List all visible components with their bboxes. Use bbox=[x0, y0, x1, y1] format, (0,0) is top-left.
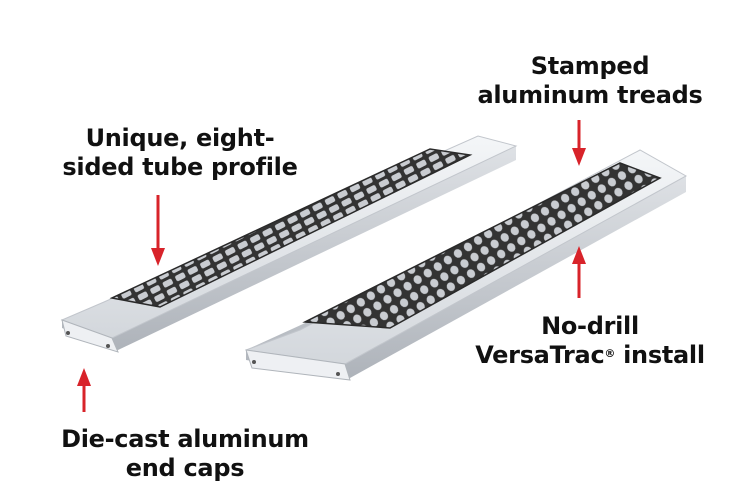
callout-tube-profile-line1: Unique, eight- bbox=[85, 124, 275, 152]
callout-treads-line1: Stamped bbox=[530, 52, 650, 80]
arrow-caps bbox=[77, 368, 91, 412]
callout-treads-line2: aluminum treads bbox=[477, 81, 703, 109]
arrow-treads bbox=[572, 120, 586, 166]
callout-treads: Stamped aluminum treads bbox=[470, 52, 710, 110]
callout-end-caps-line2: end caps bbox=[125, 454, 245, 482]
callout-install-prefix: VersaTrac bbox=[475, 341, 605, 369]
callout-tube-profile: Unique, eight- sided tube profile bbox=[60, 124, 300, 182]
callout-tube-profile-line2: sided tube profile bbox=[62, 153, 298, 181]
left-running-board bbox=[60, 135, 518, 353]
arrow-install bbox=[572, 246, 586, 298]
callout-end-caps: Die-cast aluminum end caps bbox=[40, 425, 330, 483]
callout-install-line1: No-drill bbox=[541, 312, 639, 340]
callout-end-caps-line1: Die-cast aluminum bbox=[61, 425, 309, 453]
registered-mark: ® bbox=[604, 347, 616, 360]
callout-install: No-drill VersaTrac® install bbox=[470, 312, 710, 370]
arrow-profile bbox=[151, 195, 165, 266]
callout-install-suffix: install bbox=[615, 341, 705, 369]
right-running-board bbox=[245, 149, 688, 381]
callout-install-line2: VersaTrac® install bbox=[470, 341, 710, 370]
